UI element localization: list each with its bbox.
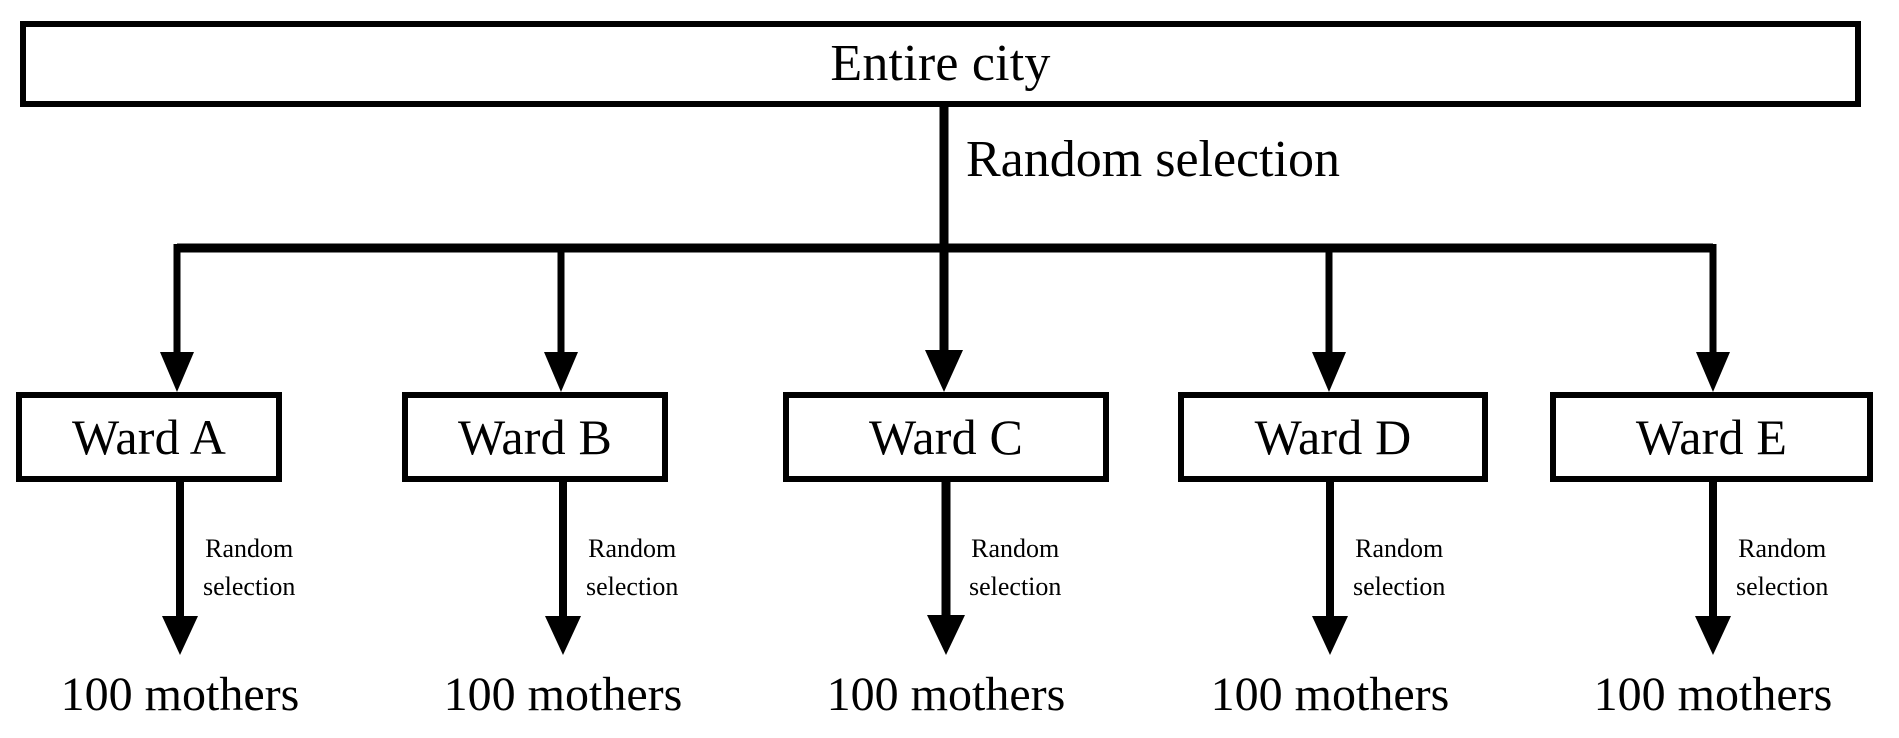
branch-arrow-ward-b xyxy=(544,244,578,392)
sample-arrow-ward-d xyxy=(1312,482,1348,655)
sample-arrow-ward-b xyxy=(545,482,581,655)
leaf-label-ward-c-sample: 100 mothers xyxy=(826,668,1066,721)
node-entire-city-label: Entire city xyxy=(830,35,1051,92)
edge-label-line2: selection xyxy=(586,572,679,602)
node-ward-e-label: Ward E xyxy=(1635,409,1788,465)
edge-label-line2: selection xyxy=(1353,572,1446,602)
node-ward-d: Ward D xyxy=(1178,392,1488,482)
branch-arrow-ward-d xyxy=(1312,244,1346,392)
edge-label-line1: Random xyxy=(205,534,294,563)
edge-label-random-selection-ward-e: Random selection xyxy=(1736,530,1828,607)
node-ward-a: Ward A xyxy=(16,392,282,482)
edge-label-line1: Random xyxy=(971,534,1060,563)
node-ward-b-label: Ward B xyxy=(457,409,613,465)
branch-arrow-ward-a xyxy=(160,244,194,392)
node-ward-d-label: Ward D xyxy=(1254,409,1412,465)
edge-label-random-selection-ward-d: Random selection xyxy=(1353,530,1445,607)
leaf-label-ward-e-sample: 100 mothers xyxy=(1593,668,1833,721)
edge-label-random-selection-top: Random selection xyxy=(966,131,1341,188)
edge-label-random-selection-ward-b: Random selection xyxy=(586,530,678,607)
node-ward-c-label: Ward C xyxy=(868,409,1024,465)
branch-arrow-ward-e xyxy=(1696,244,1730,392)
edge-label-line1: Random xyxy=(1355,534,1444,563)
node-ward-b: Ward B xyxy=(402,392,668,482)
node-ward-a-label: Ward A xyxy=(71,409,227,465)
branch-arrow-ward-c xyxy=(925,244,963,392)
edge-label-line2: selection xyxy=(203,572,296,602)
edge-label-random-selection-ward-c: Random selection xyxy=(969,530,1061,607)
edge-label-line2: selection xyxy=(1736,572,1829,602)
sample-arrow-ward-c xyxy=(927,482,965,655)
edge-label-line1: Random xyxy=(1738,534,1827,563)
edge-label-line1: Random xyxy=(588,534,677,563)
node-ward-e: Ward E xyxy=(1550,392,1873,482)
leaf-label-ward-a-sample: 100 mothers xyxy=(60,668,300,721)
node-entire-city: Entire city xyxy=(20,21,1861,107)
sample-arrow-ward-e xyxy=(1695,482,1731,655)
sample-arrow-ward-a xyxy=(162,482,198,655)
leaf-label-ward-d-sample: 100 mothers xyxy=(1210,668,1450,721)
edge-label-line2: selection xyxy=(969,572,1062,602)
leaf-label-ward-b-sample: 100 mothers xyxy=(443,668,683,721)
edge-label-random-selection-ward-a: Random selection xyxy=(203,530,295,607)
node-ward-c: Ward C xyxy=(783,392,1109,482)
